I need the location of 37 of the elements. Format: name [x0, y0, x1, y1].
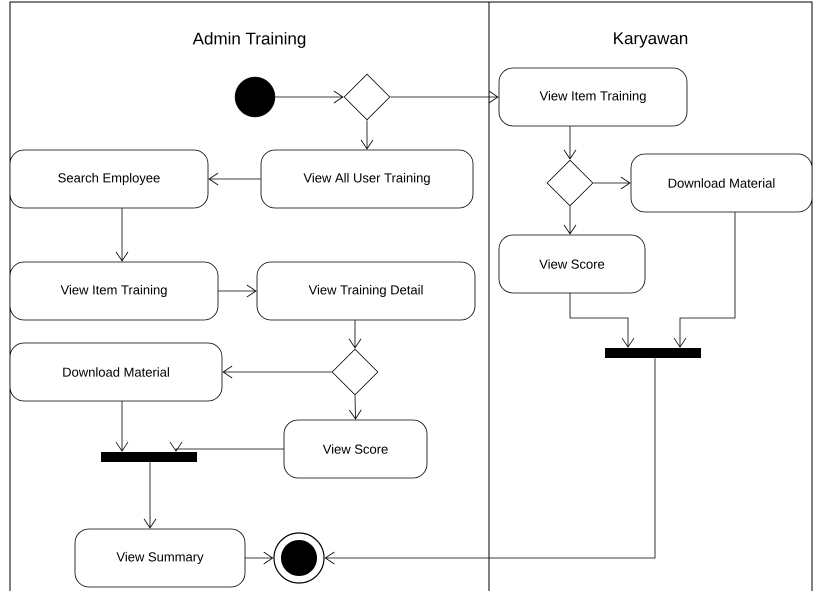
- sync-bar: [605, 348, 701, 358]
- start-node: [234, 76, 276, 118]
- arrow: [218, 284, 257, 298]
- action-box: View All User Training: [260, 150, 474, 208]
- arrow: [360, 120, 374, 150]
- arrow: [348, 320, 362, 349]
- arrow: [390, 90, 499, 104]
- end-node: [273, 532, 325, 584]
- arrow: [274, 90, 344, 104]
- arrow: [348, 395, 362, 420]
- arrow: [170, 442, 284, 452]
- arrow: [222, 366, 332, 378]
- sync-bar: [101, 452, 197, 462]
- action-box: View Item Training: [498, 68, 688, 126]
- decision-diamond: [332, 348, 378, 396]
- action-box: Download Material: [10, 342, 222, 402]
- action-box: Download Material: [630, 154, 812, 212]
- action-box: View Training Detail: [256, 262, 476, 320]
- action-box: Search Employee: [10, 150, 208, 208]
- arrow: [116, 208, 128, 262]
- arrow: [245, 552, 274, 564]
- action-box: View Item Training: [10, 262, 218, 320]
- decision-diamond: [344, 74, 390, 120]
- arrow: [674, 212, 736, 348]
- arrow: [564, 126, 576, 160]
- decision-diamond: [546, 160, 594, 206]
- arrow: [144, 462, 156, 529]
- arrow: [208, 172, 261, 186]
- arrow: [570, 293, 634, 348]
- arrow: [593, 176, 631, 190]
- arrow: [116, 401, 128, 452]
- action-box: View Score: [284, 420, 428, 478]
- action-box: View Score: [498, 234, 646, 294]
- node-label: Download Material: [668, 178, 774, 188]
- arrow: [324, 358, 656, 564]
- arrow: [564, 206, 576, 235]
- action-box: View Summary: [74, 528, 246, 588]
